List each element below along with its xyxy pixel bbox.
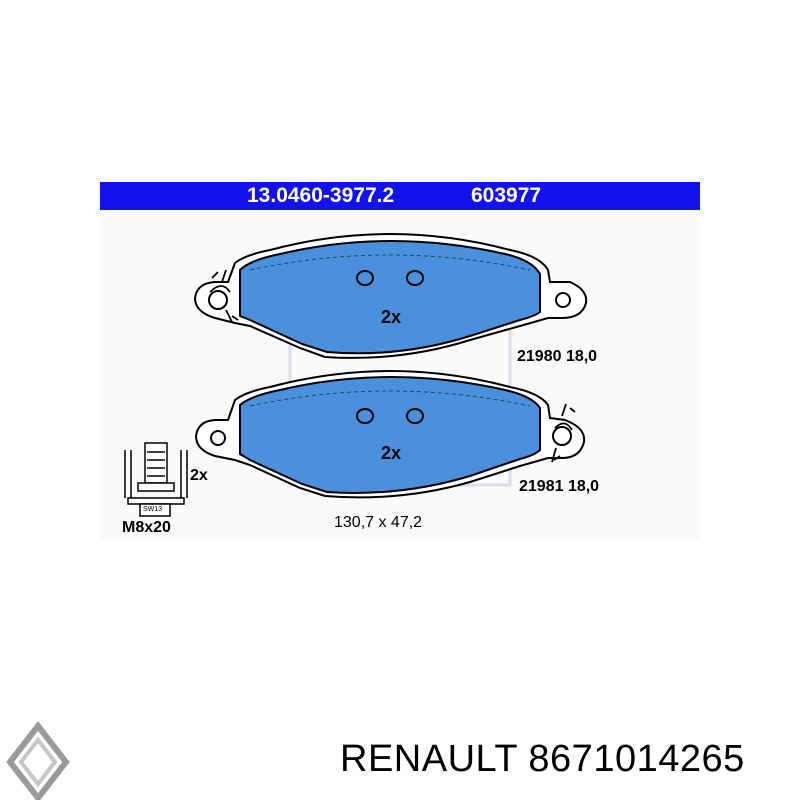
- pad-dimensions: 130,7 x 47,2: [334, 514, 423, 531]
- bottom-pad-quantity: 2x: [381, 443, 402, 463]
- brand-part-number: RENAULT 8671014265: [340, 738, 745, 780]
- part-code: 603977: [471, 184, 542, 207]
- bottom-pad-reference: 21981 18,0: [519, 478, 600, 495]
- top-pad-reference: 21980 18,0: [517, 348, 598, 365]
- bolt-size: M8x20: [122, 519, 171, 536]
- top-brake-pad: [193, 233, 588, 359]
- bolt-drawing: [124, 442, 188, 517]
- renault-diamond-logo: [6, 721, 70, 800]
- top-pad-quantity: 2x: [381, 307, 402, 327]
- bolt-quantity: 2x: [190, 467, 208, 484]
- part-number: 13.0460-3977.2: [247, 184, 395, 207]
- bottom-brake-pad: [194, 370, 586, 499]
- part-number-header: 13.0460-3977.2 603977: [100, 182, 700, 210]
- bolt-head-size: SW13: [143, 506, 163, 513]
